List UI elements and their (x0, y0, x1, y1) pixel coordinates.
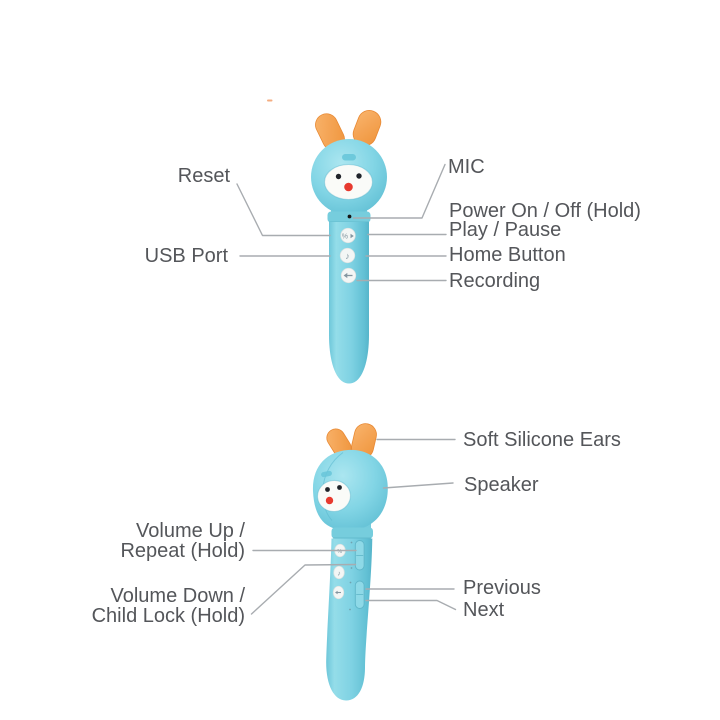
home-button (333, 565, 345, 580)
label-power-on-off: Power On / Off (Hold) (449, 200, 641, 222)
power-play-icon: % (337, 549, 342, 555)
leader-volume-down (250, 563, 357, 615)
nose-icon (325, 496, 334, 505)
label-previous: Previous (463, 577, 541, 599)
mic-hole-icon (347, 214, 352, 219)
label-usb-port: USB Port (144, 245, 228, 267)
leader-reset (236, 183, 331, 237)
front-buttons: % ♪ (339, 227, 357, 284)
power-play-button (340, 227, 356, 244)
leader-mic (352, 163, 446, 219)
printed-marks (349, 541, 353, 611)
label-volume-down-line1: Volume Down / (110, 585, 245, 607)
record-arrow-icon (343, 272, 353, 279)
pen-side-body (326, 538, 373, 701)
music-note-icon: ♪ (337, 571, 341, 578)
label-soft-silicone-ears: Soft Silicone Ears (463, 429, 621, 451)
record-arrow-icon (335, 590, 341, 595)
power-play-icon: % (342, 233, 348, 240)
pen-front-body (329, 222, 369, 384)
home-button (339, 247, 356, 264)
label-speaker: Speaker (464, 474, 539, 496)
label-home-button: Home Button (449, 244, 566, 266)
label-reset: Reset (177, 165, 230, 187)
left-eye-icon (325, 487, 330, 492)
left-eye-icon (335, 173, 342, 180)
play-triangle-icon (350, 233, 354, 239)
artifact-mark (267, 99, 273, 102)
label-next: Next (463, 599, 505, 621)
side-front-buttons: % ♪ (332, 543, 346, 600)
label-play-pause: Play / Pause (449, 219, 562, 241)
right-eye-icon (356, 173, 362, 179)
pen-side-collar (331, 527, 373, 539)
pen-front-view: % ♪ (311, 110, 387, 384)
right-eye-icon (337, 485, 342, 490)
leader-speaker (382, 482, 454, 489)
label-recording: Recording (449, 270, 541, 292)
label-volume-up-line2: Repeat (Hold) (120, 539, 245, 562)
leader-lines (236, 163, 457, 615)
forehead-logo-icon (342, 154, 356, 161)
pen-side-view: % ♪ (312, 423, 388, 701)
forehead-logo-icon (321, 470, 332, 478)
label-volume-down-line2: Child Lock (Hold) (91, 604, 245, 627)
pen-front-face (323, 163, 374, 201)
leader-next (365, 599, 457, 611)
nose-icon (344, 182, 353, 192)
label-volume-down-child-lock: Volume Down / Child Lock (Hold) (91, 585, 245, 627)
label-mic: MIC (448, 156, 485, 178)
label-volume-up-repeat: Volume Up / Repeat (Hold) (120, 520, 245, 562)
music-note-icon: ♪ (345, 251, 350, 261)
label-volume-up-line1: Volume Up / (136, 520, 245, 542)
